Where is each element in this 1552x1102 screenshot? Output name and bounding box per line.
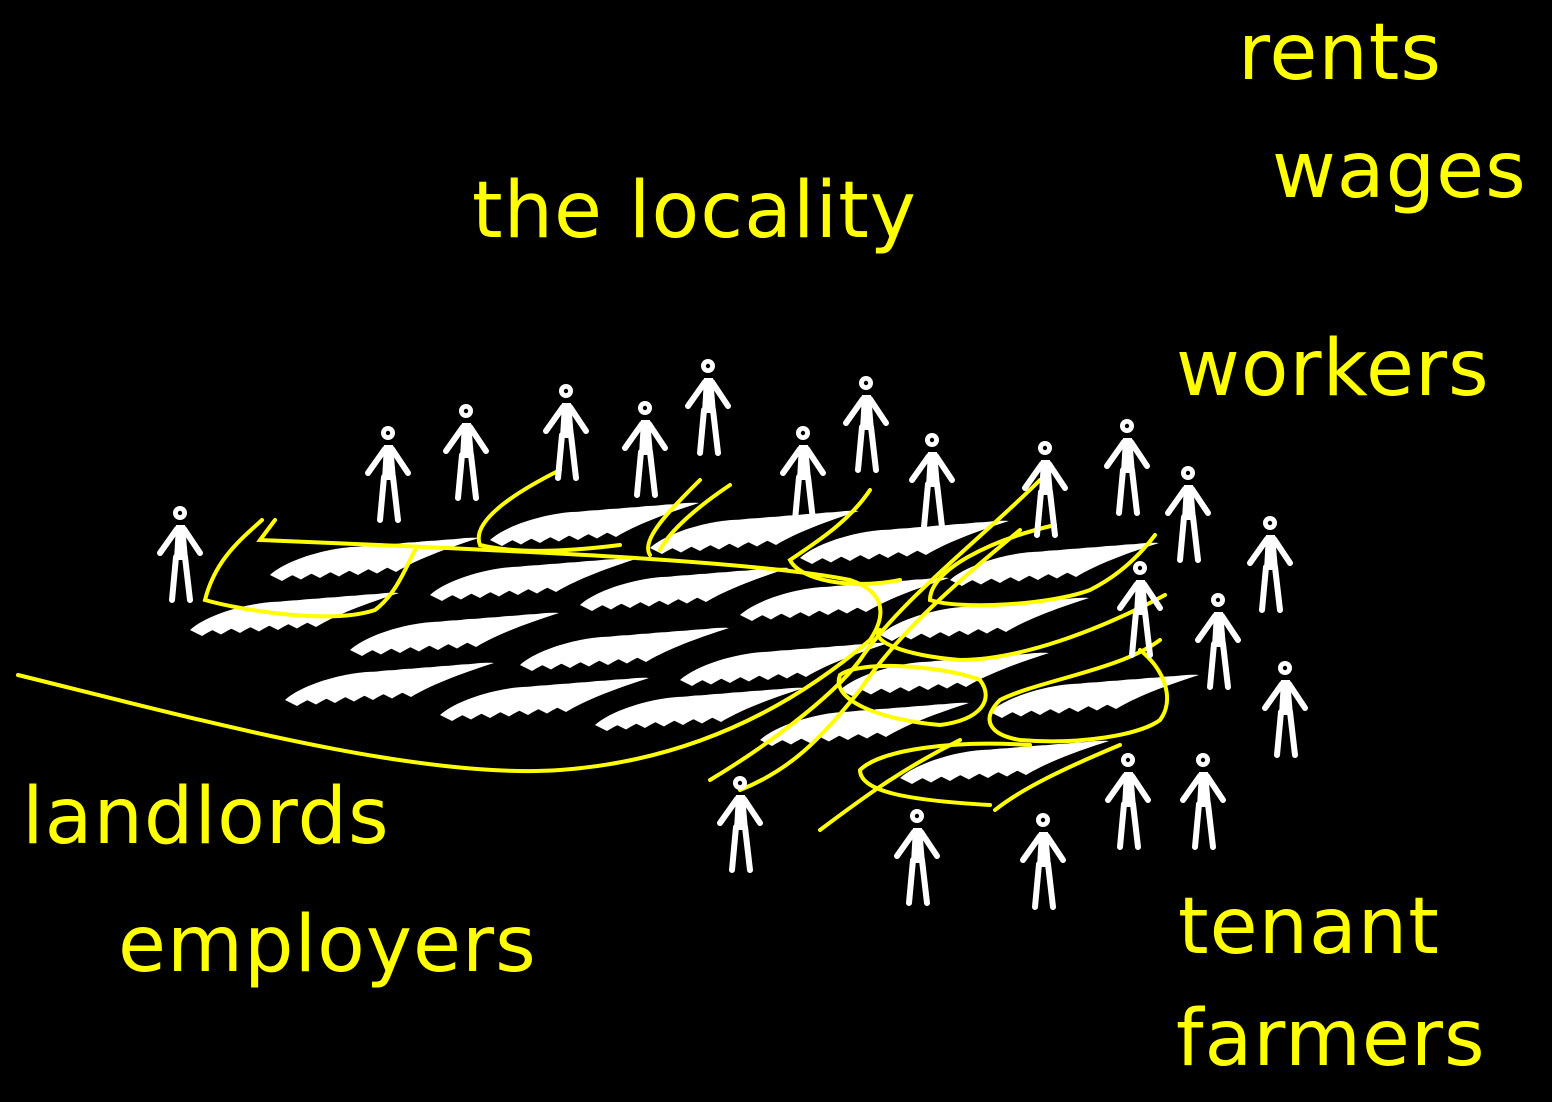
stick-figure-icon <box>1105 753 1151 850</box>
tenant-loop-3 <box>987 638 1170 744</box>
crop-field-icon <box>650 510 859 554</box>
tenant-loop-1 <box>927 523 1157 608</box>
tenant-loop-4 <box>836 663 988 728</box>
tenant-link-2 <box>738 528 1022 792</box>
stick-figure-icon <box>1180 753 1226 850</box>
crop-field-icon <box>520 627 729 671</box>
stick-figure-icon <box>894 809 940 906</box>
stick-figure-icon <box>1262 661 1308 758</box>
crop-field-icon <box>430 557 639 601</box>
landlord-field-loop <box>202 518 417 619</box>
crop-field-icon <box>990 674 1199 718</box>
stick-figure-icon <box>843 376 889 473</box>
stick-figure-icon <box>909 433 955 530</box>
landlord-boundary-line <box>16 518 883 774</box>
stick-figure-icon <box>1117 561 1163 658</box>
worker-link-1 <box>476 468 622 553</box>
crop-field-icon <box>190 592 399 636</box>
tenant-loop-2 <box>876 593 1167 663</box>
crop-field-icon <box>680 642 889 686</box>
stick-figure-icon <box>365 426 411 523</box>
workers-label: workers <box>1176 324 1490 414</box>
wages-label: wages <box>1272 126 1527 216</box>
stick-figure-icon <box>1104 419 1150 516</box>
employer-link <box>818 738 1122 832</box>
stick-figure-icon <box>717 776 763 873</box>
stick-figure-icon <box>543 384 589 481</box>
crop-field-icon <box>950 542 1159 586</box>
crop-fields <box>190 502 1199 784</box>
worker-link-3 <box>787 488 902 586</box>
crop-field-icon <box>285 662 494 706</box>
stick-figure-icon <box>1165 466 1211 563</box>
crop-field-icon <box>595 687 804 731</box>
worker-link-2 <box>646 478 732 557</box>
stick-figure-icon <box>1247 516 1293 613</box>
stick-figure-icon <box>1022 441 1068 538</box>
tenant-label: tenant <box>1178 882 1440 972</box>
tenant-loop-5 <box>857 741 1032 807</box>
crop-field-icon <box>800 520 1009 564</box>
crop-field-icon <box>490 502 699 546</box>
crop-field-icon <box>900 740 1109 784</box>
stick-figure-icon <box>443 404 489 501</box>
stick-figure-icon <box>622 401 668 498</box>
stick-figure-icon <box>157 506 203 603</box>
stick-figure-icon <box>1020 813 1066 910</box>
rents-label: rents <box>1238 8 1442 98</box>
landlords-label: landlords <box>22 772 390 862</box>
locality-title: the locality <box>472 166 917 256</box>
stick-figure-icon <box>685 359 731 456</box>
stick-figure-icon <box>1195 593 1241 690</box>
crop-field-icon <box>440 677 649 721</box>
tenant-link-main <box>708 478 1042 782</box>
farmers-label: farmers <box>1176 994 1486 1084</box>
stick-figure-icon <box>780 426 826 523</box>
crop-field-icon <box>580 567 789 611</box>
crop-field-icon <box>350 612 559 656</box>
people-figures <box>157 359 1308 910</box>
employers-label: employers <box>118 900 537 990</box>
connection-lines <box>16 468 1170 832</box>
